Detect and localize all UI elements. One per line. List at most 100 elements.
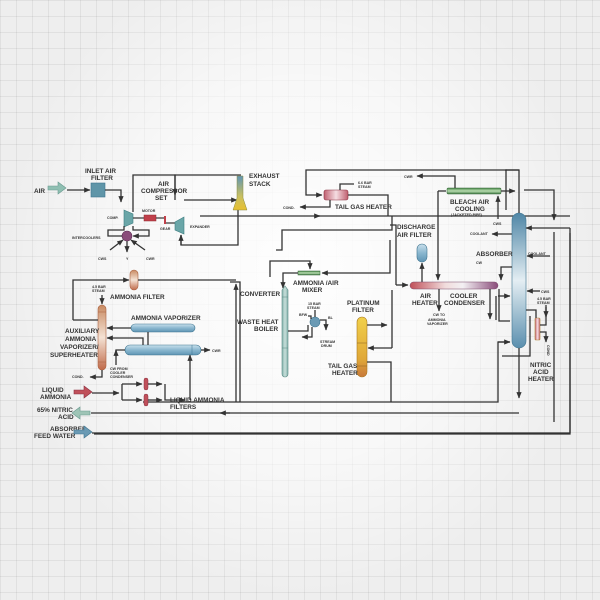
whb-label-2: BOILER xyxy=(254,326,279,333)
intercoolers[interactable]: INTERCOOLERS CWS Y CWR xyxy=(72,226,155,261)
exhaust-stack-label-2: STACK xyxy=(249,181,271,188)
aux-vap-label-4: SUPERHEATER xyxy=(50,352,98,359)
nitric-acid-arrow-icon xyxy=(71,406,91,420)
nitric-acid-heater[interactable]: NITRIC ACID HEATER COND xyxy=(528,317,554,383)
expander-label: EXPANDER xyxy=(190,225,210,229)
compressor-icon xyxy=(123,209,134,228)
exhaust-stack-label-1: EXHAUST xyxy=(249,173,280,180)
ammonia-vaporizer[interactable]: AMMONIA VAPORIZER CWR CW FROM COOLER CON… xyxy=(110,315,221,379)
discharge-air-filter-label-2: AIR FILTER xyxy=(397,232,432,239)
inlet-air-filter-label-2: FILTER xyxy=(91,175,113,182)
air-inlet-stream: AIR xyxy=(34,181,91,195)
abs-feed-label-1: ABSORBER xyxy=(50,426,87,433)
jacketed-pipe-label: (JACKETED PIPE) xyxy=(451,213,483,217)
cwr-label: CWR xyxy=(146,257,155,261)
bfw-label: BFW xyxy=(299,313,308,317)
nitric-acid-label-1: 65% NITRIC xyxy=(37,407,73,414)
cond-left-label: COND. xyxy=(72,375,84,379)
nitric-acid-heater-label-2: ACID xyxy=(533,369,549,376)
acs-label-1: AIR xyxy=(158,181,169,188)
comp-label: COMP. xyxy=(107,216,118,220)
cws-label: CWS xyxy=(98,257,107,261)
steam-66-label-2: STEAM xyxy=(358,185,371,189)
cws-absorber-label: CWS xyxy=(541,290,550,294)
motor-label: MOTOR xyxy=(142,209,156,213)
gear-icon xyxy=(164,216,166,224)
tail-gas-heater-label: TAIL GAS HEATER xyxy=(335,204,392,211)
exhaust-stack[interactable]: EXHAUST STACK xyxy=(232,173,280,211)
expander-icon xyxy=(174,216,185,235)
liquid-ammonia-label-1: LIQUID xyxy=(42,387,64,394)
cond-top-label: COND. xyxy=(283,206,295,210)
converter-waste-heat-boiler[interactable]: CONVERTER WASTE HEAT BOILER xyxy=(237,285,289,378)
cw-from-cooler-label-1: CW FROM xyxy=(110,367,128,371)
steam-drum[interactable]: 15 BAR STEAM BFW BL STREAM DRUM xyxy=(299,302,335,348)
liquid-ammonia-arrow-icon xyxy=(73,385,93,399)
air-compressor-set[interactable]: AIR COMPRESSOR SET COMP. MOTOR GEAR EXPA… xyxy=(107,181,210,235)
nitric-acid-stream: 65% NITRIC ACID xyxy=(37,406,91,421)
cw-label: CW xyxy=(476,261,483,265)
aux-vap-label-1: AUXILIARY xyxy=(65,328,100,335)
tail-gas-heater-top[interactable]: TAIL GAS HEATER 6.6 BAR STEAM COND. xyxy=(283,181,392,211)
platinum-filter-label-1: PLATINUM xyxy=(347,300,380,307)
cooler-condenser-label-2: CONDENSER xyxy=(444,300,485,307)
air-label: AIR xyxy=(34,188,45,195)
ammonia-filter[interactable]: AMMONIA FILTER xyxy=(110,269,165,301)
liquid-ammonia-stream: LIQUID AMMONIA xyxy=(40,385,93,401)
steam-15-label-1: 15 BAR xyxy=(308,302,321,306)
intercoolers-label: INTERCOOLERS xyxy=(72,236,101,240)
bleach-air-cooling[interactable]: BLEACH AIR COOLING (JACKETED PIPE) xyxy=(446,187,502,217)
steam-45-left-label-2: STEAM xyxy=(92,289,105,293)
cwr-top-label: CWR xyxy=(404,175,413,179)
cwr-vap-label: CWR xyxy=(212,349,221,353)
air-heater-label-2: HEATER xyxy=(412,300,438,307)
steam-66-label-1: 6.6 BAR xyxy=(358,181,372,185)
cond-right-label: COND xyxy=(546,345,550,356)
steam-45-left-label-1: 4.5 BAR xyxy=(92,285,106,289)
platinum-filter-label-2: FILTER xyxy=(352,307,374,314)
cw-from-cooler-label-2: COOLER xyxy=(110,371,126,375)
y-label: Y xyxy=(126,257,129,261)
tgh-low-label-1: TAIL GAS xyxy=(328,363,358,370)
air-arrow-icon xyxy=(47,181,67,195)
ammonia-vaporizer-label: AMMONIA VAPORIZER xyxy=(131,315,201,322)
intercooler-icon xyxy=(121,230,133,242)
discharge-air-filter[interactable]: DISCHARGE AIR FILTER xyxy=(397,224,436,263)
gear-label: GEAR xyxy=(160,227,171,231)
motor-icon xyxy=(143,214,157,222)
cw-from-cooler-label-3: CONDENSER xyxy=(110,375,133,379)
tgh-low-label-2: HEATER xyxy=(332,370,358,377)
auxiliary-ammonia-vaporizer[interactable]: AUXILIARY AMMONIA VAPORIZER/ SUPERHEATER… xyxy=(50,285,107,379)
acs-label-3: SET xyxy=(155,195,168,202)
whb-label-1: WASTE HEAT xyxy=(237,319,279,326)
nitric-acid-heater-label-3: HEATER xyxy=(528,376,554,383)
liquid-ammonia-filters[interactable]: LIQUID AMMONIA FILTERS xyxy=(143,377,225,411)
air-heater-cooler-condenser[interactable]: AIR HEATER COOLER CONDENSER CW TO AMMONI… xyxy=(409,261,499,326)
absorber-label: ABSORBER xyxy=(476,251,513,258)
inlet-air-filter[interactable]: INLET AIR FILTER xyxy=(85,168,116,198)
bleach-air-label-1: BLEACH AIR xyxy=(450,199,490,206)
converter-label: CONVERTER xyxy=(240,291,281,298)
steam-45-right-label-1: 4.5 BAR xyxy=(537,297,551,301)
coolant-2-label: COOLANT xyxy=(528,252,547,256)
la-filters-label-1: LIQUID AMMONIA xyxy=(170,397,225,404)
steam-45-right-label-2: STEAM xyxy=(537,301,550,305)
aux-vap-label-3: VAPORIZER/ xyxy=(60,344,99,351)
cws-right-label: CWS xyxy=(493,222,502,226)
air-heater-label-1: AIR xyxy=(420,293,431,300)
mixer-label-1: AMMONIA /AIR xyxy=(293,280,339,287)
abs-feed-label-2: FEED WATER xyxy=(34,433,76,440)
ammonia-filter-label: AMMONIA FILTER xyxy=(110,294,165,301)
steam-15-label-2: STEAM xyxy=(307,306,320,310)
discharge-air-filter-label-1: DISCHARGE xyxy=(397,224,436,231)
ammonia-air-mixer[interactable]: AMMONIA /AIR MIXER xyxy=(293,270,339,294)
aux-vap-label-2: AMMONIA xyxy=(65,336,97,343)
coolant-1-label: COOLANT xyxy=(470,232,489,236)
bleach-air-label-2: COOLING xyxy=(455,206,485,213)
platinum-filter-tail-gas-heater[interactable]: PLATINUM FILTER TAIL GAS HEATER xyxy=(328,300,380,378)
nitric-acid-heater-label-1: NITRIC xyxy=(530,362,552,369)
steam-drum-label-2: DRUM xyxy=(321,344,332,348)
cw-to-vap-label-1: CW TO xyxy=(433,313,445,317)
absorber-feed-water-stream: ABSORBER FEED WATER xyxy=(34,425,93,440)
